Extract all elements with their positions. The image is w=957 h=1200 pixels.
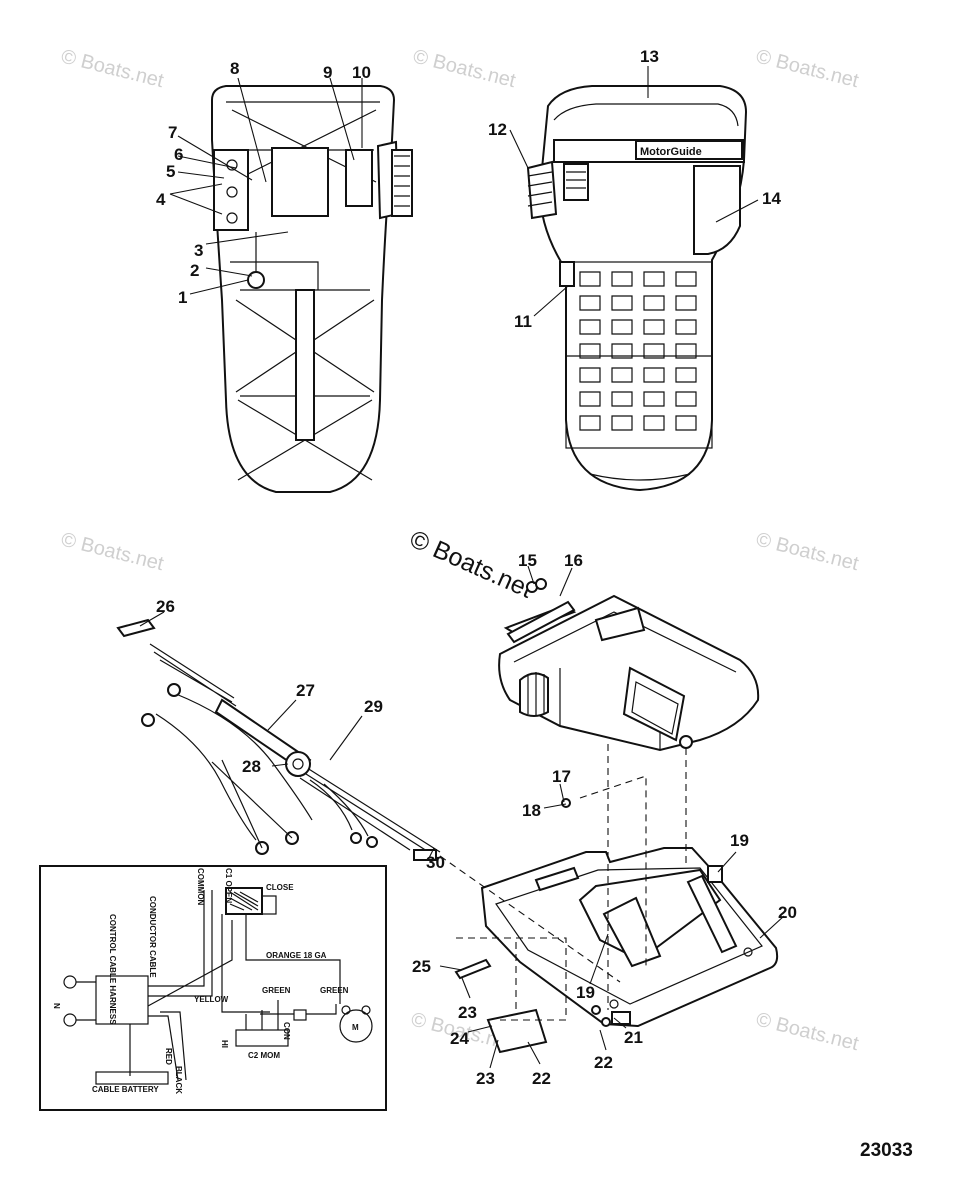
- callout-22: 22: [532, 1069, 551, 1088]
- callout-27: 27: [296, 681, 315, 700]
- callout-11: 11: [514, 312, 532, 331]
- watermark: © Boats.net: [754, 529, 861, 576]
- leader-lines: [139, 66, 785, 1069]
- watermark: © Boats.net: [59, 529, 166, 576]
- callout-21: 21: [624, 1028, 643, 1047]
- pedal-grip-pattern: [579, 271, 697, 431]
- callout-19: 19: [730, 831, 749, 850]
- callout-13: 13: [640, 47, 659, 66]
- callout-23: 23: [458, 1003, 477, 1022]
- callout-8: 8: [230, 59, 239, 78]
- brand-label: MotorGuide: [640, 146, 702, 158]
- callout-28: 28: [242, 757, 261, 776]
- callout-7: 7: [168, 123, 177, 142]
- callout-30: 30: [426, 853, 445, 872]
- callout-4: 4: [156, 190, 166, 209]
- callout-2: 2: [190, 261, 199, 280]
- watermark-center: © Boats.net: [406, 525, 537, 604]
- callout-1: 1: [178, 288, 187, 307]
- label-black: BLACK: [174, 1066, 183, 1094]
- callout-18: 18: [522, 801, 541, 820]
- label-c1-open: C1 OPEN: [224, 868, 233, 903]
- callout-15: 15: [518, 551, 537, 570]
- label-c2: C2 MOM: [248, 1051, 280, 1060]
- callout-6: 6: [174, 145, 183, 164]
- pedal-assembly-exploded: [498, 578, 760, 752]
- label-control-harness: CONTROL CABLE HARNESS: [108, 914, 117, 1025]
- label-yellow: YELLOW: [194, 995, 229, 1004]
- label-green-2: GREEN: [320, 986, 349, 995]
- cable-block: [95, 975, 149, 1025]
- label-con: CON: [282, 1022, 291, 1040]
- callout-16: 16: [564, 551, 583, 570]
- callout-26: 26: [156, 597, 175, 616]
- pedal-top: MotorGuide: [526, 85, 748, 492]
- schematic-frame: [39, 865, 387, 1111]
- callout-23b: 23: [476, 1069, 495, 1088]
- label-n: N: [52, 1003, 61, 1009]
- label-m: M: [352, 1023, 359, 1032]
- callout-17: 17: [552, 767, 571, 786]
- label-close: CLOSE: [266, 883, 294, 892]
- callouts: 1 2 3 4 5 6 7 8 9 10 11 12 13 14 15 16 1…: [156, 47, 797, 1088]
- watermark: © Boats.net: [754, 46, 861, 93]
- assembly-lines: [439, 744, 687, 1021]
- callout-25: 25: [412, 957, 431, 976]
- callout-20: 20: [778, 903, 797, 922]
- label-conductor-cable: CONDUCTOR CABLE: [148, 896, 157, 978]
- watermark: © Boats.net: [411, 46, 518, 93]
- callout-3: 3: [194, 241, 203, 260]
- callout-5: 5: [166, 162, 175, 181]
- wiring-harness: [116, 618, 441, 861]
- label-red: RED: [164, 1048, 173, 1065]
- label-common: COMMON: [196, 868, 205, 906]
- figure-number: 23033: [860, 1140, 913, 1161]
- wiring-schematic: N ORANGE 18 GA GREEN GREEN YELLOW RED BL…: [39, 865, 387, 1111]
- callout-10: 10: [352, 63, 371, 82]
- label-cable-battery: CABLE BATTERY: [92, 1085, 159, 1094]
- callout-12: 12: [488, 120, 507, 139]
- label-hi: HI: [220, 1040, 229, 1048]
- watermark: © Boats.net: [59, 46, 166, 93]
- base-plate: [480, 847, 779, 1028]
- motor-symbol: [339, 1009, 373, 1043]
- callout-14: 14: [762, 189, 781, 208]
- callout-29: 29: [364, 697, 383, 716]
- callout-24: 24: [450, 1029, 469, 1048]
- label-orange: ORANGE 18 GA: [266, 951, 327, 960]
- battery-block: [95, 1071, 169, 1085]
- callout-9: 9: [323, 63, 332, 82]
- callout-22b: 22: [594, 1053, 613, 1072]
- label-green-1: GREEN: [262, 986, 291, 995]
- pedal-base-interior: [211, 85, 413, 493]
- callout-19b: 19: [576, 983, 595, 1002]
- watermark: © Boats.net: [754, 1009, 861, 1056]
